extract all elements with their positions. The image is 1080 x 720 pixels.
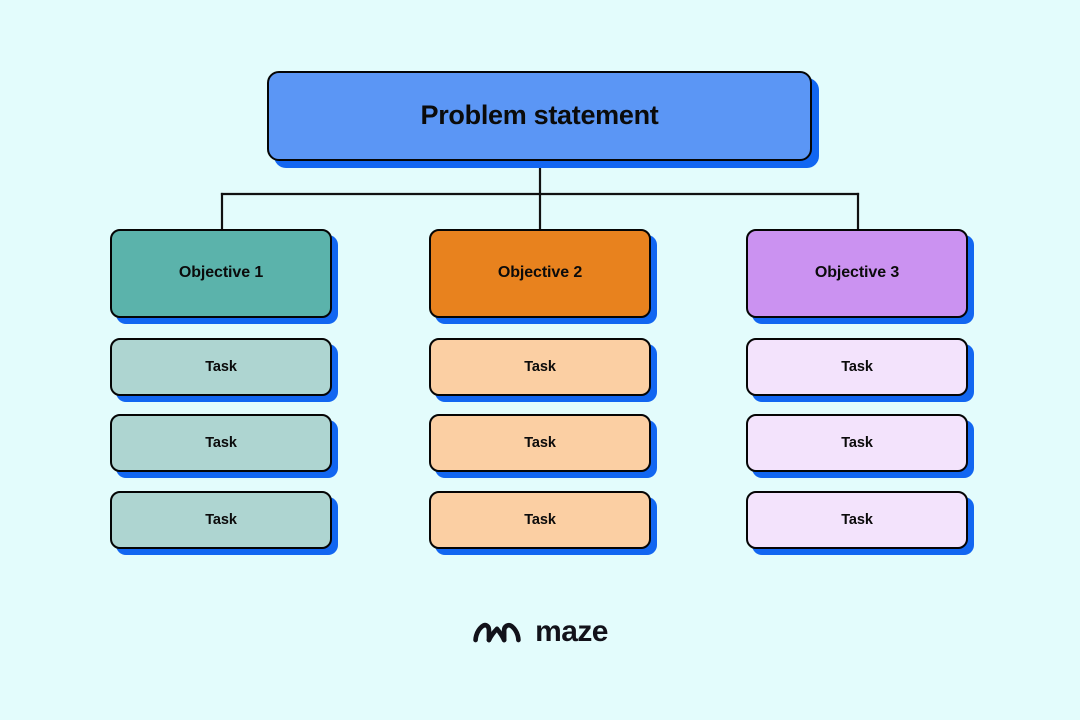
node-label-objective-1: Objective 1 <box>178 264 264 282</box>
node-task-2-3[interactable]: Task <box>429 491 651 549</box>
node-label-task-2-2: Task <box>524 434 556 451</box>
node-label-task-3-1: Task <box>841 358 873 375</box>
node-task-3-2[interactable]: Task <box>746 414 968 472</box>
node-label-objective-2: Objective 2 <box>497 264 583 282</box>
node-task-1-1[interactable]: Task <box>110 338 332 396</box>
node-label-task-3-2: Task <box>841 434 873 451</box>
node-label-task-2-3: Task <box>524 511 556 528</box>
maze-logo-mark <box>473 622 521 643</box>
node-objective-1[interactable]: Objective 1 <box>110 229 332 318</box>
node-label-problem-statement: Problem statement <box>420 100 659 131</box>
node-label-task-1-2: Task <box>205 434 237 451</box>
node-task-2-1[interactable]: Task <box>429 338 651 396</box>
node-label-objective-3: Objective 3 <box>814 264 900 282</box>
brand-footer: maze <box>0 608 1080 656</box>
maze-wordmark: maze <box>535 615 608 648</box>
node-objective-2[interactable]: Objective 2 <box>429 229 651 318</box>
node-objective-3[interactable]: Objective 3 <box>746 229 968 318</box>
node-task-2-2[interactable]: Task <box>429 414 651 472</box>
node-task-3-3[interactable]: Task <box>746 491 968 549</box>
node-task-1-2[interactable]: Task <box>110 414 332 472</box>
node-task-1-3[interactable]: Task <box>110 491 332 549</box>
node-label-task-2-1: Task <box>524 358 556 375</box>
node-problem-statement[interactable]: Problem statement <box>267 71 812 161</box>
node-label-task-3-3: Task <box>841 511 873 528</box>
node-task-3-1[interactable]: Task <box>746 338 968 396</box>
node-label-task-1-1: Task <box>205 358 237 375</box>
node-label-task-1-3: Task <box>205 511 237 528</box>
